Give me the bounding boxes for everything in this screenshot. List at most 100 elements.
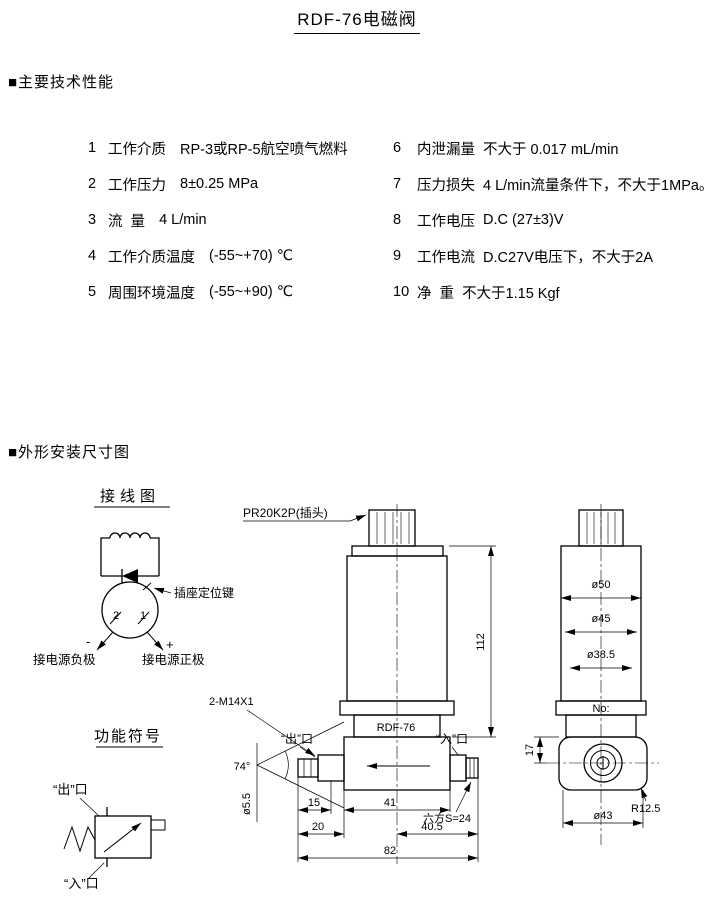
dim-angle-label: 74° [234,761,251,773]
hex-leader [455,781,472,813]
spec-name: 周围环境温度 [108,285,195,302]
plug-knurl-lines [376,512,410,544]
spec-name: 工作电压 [417,213,475,230]
plug-side-knurl-lines [586,512,616,544]
negative-arrow [96,631,114,651]
spec-name: 工作电流 [417,249,475,266]
spec-row: 9 工作电流 D.C27V电压下，不大于2A [393,238,713,274]
negative-terminal-label: 接电源负极 [33,652,96,667]
wiring-title: 接线图 [100,488,160,505]
port-middle-circle [590,750,616,776]
wiring-diagram: 接线图 插座定位键 2 1 - + 接电源负极 接电源正极 [33,488,234,667]
spec-name: 内泄漏量 [417,141,475,158]
pin-2-slot [109,611,122,625]
dim-40-5-label: 40.5 [421,821,442,833]
dim-41-label: 41 [384,797,396,809]
model-label: RDF-76 [377,722,416,734]
spec-number: 8 [393,212,402,228]
spec-value: 不大于1.15 Kgf [462,285,560,302]
pin-1-label: 1 [140,610,146,622]
solenoid-tab [150,819,166,831]
plug [368,509,416,547]
spec-value: D.C (27±3)V [483,212,564,228]
dim-dia50-label: ø50 [592,579,611,591]
spec-row: 7 压力损失 4 L/min流量条件下，不大于1MPa。 [393,166,713,202]
spec-value: 4 L/min [159,212,207,228]
spec-row: 6 内泄漏量 不大于 0.017 mL/min [393,130,713,166]
spec-row: 3 流 量 4 L/min [88,202,348,238]
spec-value: (-55~+70) ℃ [209,248,293,264]
positive-terminal-label: 接电源正极 [142,652,205,667]
symbol-inlet-label: “入”口 [64,876,99,891]
spec-row: 10 净 重 不大于1.15 Kgf [393,274,713,310]
spec-number: 1 [88,140,97,156]
inlet-fitting [449,754,467,782]
specs-section-heading: ■主要技术性能 [8,74,115,91]
socket-key-label: 插座定位键 [174,585,234,600]
symbol-outlet-label: “出”口 [53,782,88,797]
side-view: ø50 ø45 ø38.5 No: 17 R12.5 [524,504,660,845]
wire-left [100,537,110,576]
outline-section-heading: ■外形安装尺寸图 [8,444,131,461]
dim-dia43-label: ø43 [594,810,613,822]
spec-number: 3 [88,212,97,228]
pin-2-label: 2 [113,610,119,622]
valve-symbol-box [94,815,152,859]
pin-1-slot [137,611,150,625]
socket-key-leader [153,587,172,594]
dim-82-label: 82 [384,845,396,857]
outline-dimension-drawing: 接线图 插座定位键 2 1 - + 接电源负极 接电源正极 功 [33,488,660,891]
spec-name: 工作介质温度 [108,249,195,266]
dim-15-label: 15 [308,797,320,809]
thread-leader [246,709,316,757]
spec-name: 净 重 [417,285,455,302]
thread-spec-label: 2-M14X1 [209,696,254,708]
spec-name: 工作压力 [108,177,166,194]
spec-name: 流 量 [108,213,146,230]
body-side [558,736,648,791]
spec-number: 4 [88,248,97,264]
plug-label: PR20K2P(插头) [243,506,328,520]
wire-right [150,537,160,576]
spec-value: D.C27V电压下，不大于2A [483,249,654,266]
spec-number: 10 [393,284,410,300]
spec-value: 8±0.25 MPa [180,176,259,192]
dim-17-label: 17 [524,744,536,756]
serial-no-label: No: [592,703,609,715]
specs-left-column: 1 工作介质 RP-3或RP-5航空喷气燃料 2 工作压力 8±0.25 MPa… [88,130,348,310]
spec-row: 2 工作压力 8±0.25 MPa [88,166,348,202]
outlet-leader [79,797,100,817]
spec-value: 不大于 0.017 mL/min [483,141,619,158]
function-symbol: 功能符号 “出”口 “入”口 [53,728,166,891]
inlet-port-leader [451,746,459,756]
dim-dia5-5-label: ø5.5 [241,793,253,815]
dim-20-label: 20 [312,821,324,833]
minus-sign: - [86,634,90,649]
spec-number: 5 [88,284,97,300]
title-row: RDF-76电磁阀 [0,5,714,34]
spec-number: 7 [393,176,402,192]
dim-dia38-5-label: ø38.5 [587,649,615,661]
radius-label: R12.5 [631,803,660,815]
inlet-hex-nut [465,757,479,779]
page-title: RDF-76电磁阀 [294,5,420,34]
spec-row: 1 工作介质 RP-3或RP-5航空喷气燃料 [88,130,348,166]
coil-shoulder [351,545,444,557]
spec-row: 5 周围环境温度 (-55~+90) ℃ [88,274,348,310]
outlet-hex-nut [297,758,319,778]
plug-label-leader [243,514,367,522]
inlet-port-label: “入”口 [436,732,468,746]
dim-112-label: 112 [475,633,487,651]
spec-row: 8 工作电压 D.C (27±3)V [393,202,713,238]
spec-value: 4 L/min流量条件下，不大于1MPa。 [483,177,714,194]
inlet-leader [87,862,105,880]
positive-arrow [146,631,164,651]
socket-key-notch [142,582,152,591]
spec-number: 2 [88,176,97,192]
spring-icon [63,825,96,853]
spec-number: 9 [393,248,402,264]
radius-leader [640,787,648,802]
spec-row: 4 工作介质温度 (-55~+70) ℃ [88,238,348,274]
symbol-title: 功能符号 [94,728,162,745]
